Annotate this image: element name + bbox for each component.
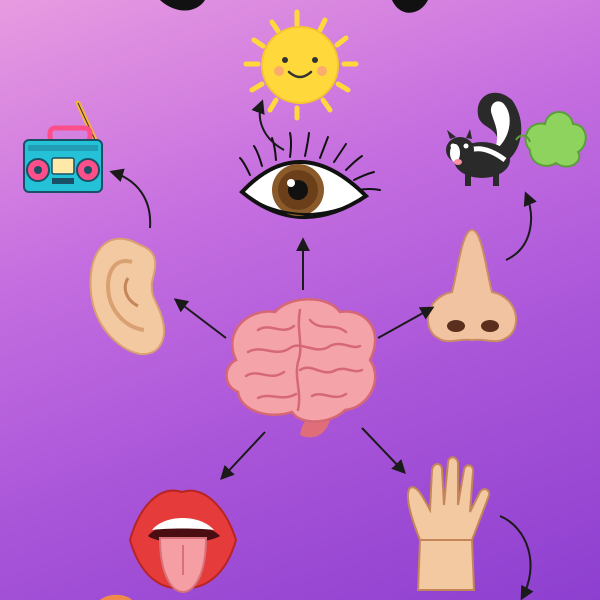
food-icon: [100, 594, 132, 600]
boombox-icon: [23, 100, 103, 193]
skunk-icon: [446, 92, 522, 186]
ear-icon: [89, 237, 165, 356]
top-decoration: [160, 0, 428, 13]
smell-cloud-icon: [515, 111, 587, 168]
arrow-brain-to-hand: [361, 427, 406, 475]
arrow-eye-to-sun: [251, 99, 285, 151]
arrows: [109, 99, 537, 600]
arrow-ear-to-radio: [109, 168, 152, 229]
eye-icon: [239, 132, 381, 220]
arrow-brain-to-ear: [173, 298, 227, 339]
brain-icon: [225, 298, 377, 438]
arrow-brain-to-nose: [377, 306, 435, 339]
hand-icon: [406, 456, 490, 591]
mouth-icon: [128, 489, 238, 594]
nose-icon: [427, 228, 517, 343]
arrow-hand-to-object: [499, 515, 534, 600]
arrow-nose-to-skunk: [505, 191, 537, 261]
arrow-brain-to-mouth: [220, 431, 266, 481]
sun-icon: [243, 9, 359, 121]
